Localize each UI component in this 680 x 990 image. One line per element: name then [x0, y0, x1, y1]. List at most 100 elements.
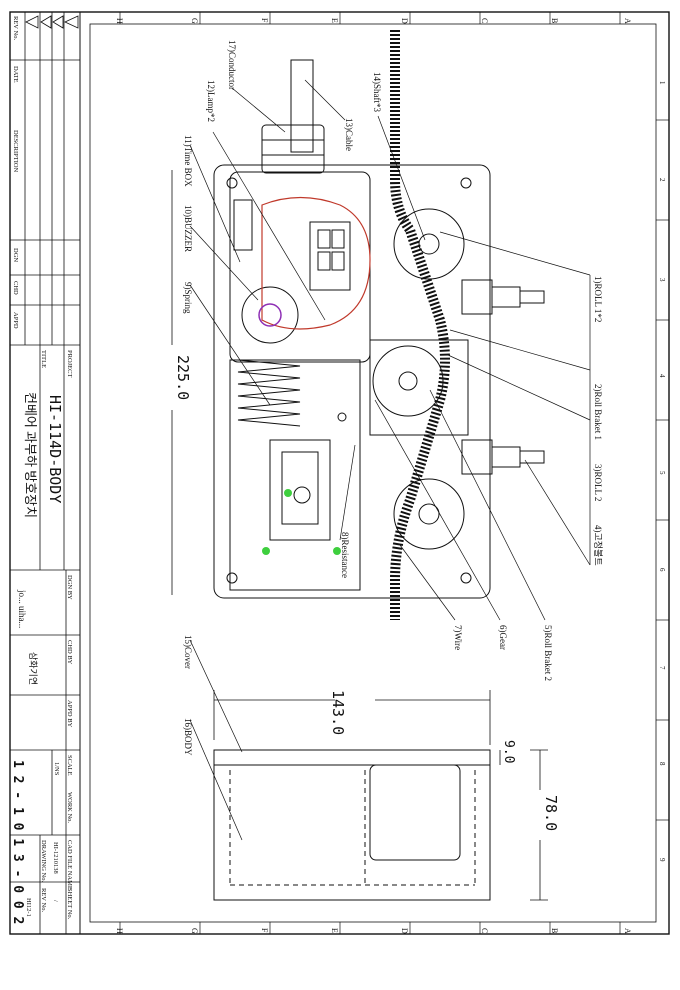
- label-roll-2: 3)ROLL 2: [593, 464, 603, 501]
- buzzer-body: [241, 286, 299, 344]
- body-assembly: [213, 59, 545, 599]
- label-roll-braket-2: 5)Roll Braket 2: [543, 625, 553, 681]
- roll-1-lower-shaft: [418, 503, 440, 525]
- corner-hole-3: [226, 572, 238, 584]
- roll-2: [372, 345, 444, 417]
- lamp-panel: [309, 221, 351, 291]
- border-letter-g-bottom: G: [190, 928, 199, 934]
- border-letter-c: C: [480, 18, 489, 23]
- cad-file-value: HI-1210138: [52, 842, 59, 874]
- resistance-screw: [293, 486, 311, 504]
- fixing-bolt-thread-2: [519, 450, 545, 464]
- label-roll-1: 1)ROLL 1*2: [593, 276, 603, 322]
- project-label: PROJECT: [66, 350, 73, 377]
- rev-no-label: REV No.: [12, 16, 19, 40]
- roll-1-upper: [393, 208, 465, 280]
- border-number-3: 3: [658, 278, 666, 282]
- border-number-6: 6: [658, 568, 666, 572]
- wire-belt: [390, 30, 450, 620]
- gear-block: [369, 339, 469, 436]
- fixing-bolt-nut-1: [491, 286, 521, 308]
- dgn-by-label: DGN BY: [66, 575, 73, 600]
- dimension-lid: 9.0: [501, 740, 516, 763]
- green-marker-3: [284, 489, 292, 497]
- company-name: 삼화기연: [28, 652, 38, 685]
- inner-frame: [89, 23, 657, 923]
- border-ticks: [119, 12, 669, 934]
- scale-value: 1/NS: [53, 762, 60, 776]
- corner-hole-1: [460, 177, 472, 189]
- buzzer-purple-ring: [258, 303, 282, 327]
- border-number-5: 5: [658, 471, 666, 475]
- dimension-length: 225.0: [174, 355, 192, 400]
- label-shaft: 14)Shaft*3: [372, 72, 382, 112]
- border-letter-e: E: [330, 18, 339, 23]
- conductor-gland: [261, 124, 325, 174]
- label-spring: 9)Spring: [183, 282, 193, 314]
- dimension-lines: [171, 170, 548, 901]
- border-letter-b: B: [550, 18, 559, 23]
- border-number-2: 2: [658, 178, 666, 182]
- sheet-no-label: SHEET No.: [66, 888, 73, 920]
- rev-value: HI12-1: [25, 898, 32, 917]
- part-labels: 1)ROLL 1*2 2)Roll Braket 1 3)ROLL 2 4)고정…: [183, 40, 603, 756]
- body-outline: [213, 164, 491, 599]
- label-wire: 7)Wire: [453, 625, 463, 650]
- appd-by-label: APPD BY: [66, 700, 73, 728]
- border-number-7: 7: [658, 666, 666, 670]
- border-letter-d: D: [400, 18, 409, 24]
- chd-label: CHD: [12, 281, 19, 295]
- roll-1-upper-shaft: [418, 233, 440, 255]
- description-label: DESCRIPTION: [12, 130, 19, 173]
- label-conductor: 17)Conductor: [227, 40, 237, 90]
- label-resistance: 8)Resistance: [340, 532, 350, 578]
- border-letter-a-bottom: A: [623, 928, 632, 934]
- dimension-width: 143.0: [329, 690, 347, 735]
- label-cover: 15)Cover: [183, 635, 193, 669]
- label-fixing-bolt: 4)고정볼트: [593, 525, 603, 566]
- roll-1-lower: [393, 478, 465, 550]
- label-buzzer: 10)BUZZER: [183, 205, 193, 252]
- drawing-no-value: 1 2 - 1 0 1 3 - 0 0 2: [10, 760, 25, 924]
- cad-file-name-label: CAD FILE NAME: [66, 840, 73, 890]
- corner-hole-2: [460, 572, 472, 584]
- border-letter-h: H: [115, 18, 124, 24]
- border-letter-f: F: [260, 18, 269, 23]
- border-number-8: 8: [658, 762, 666, 766]
- fixing-bolt-nut-2: [491, 446, 521, 468]
- border-letter-h-bottom: H: [115, 928, 124, 934]
- border-letter-a: A: [623, 18, 632, 24]
- lamp-2: [317, 251, 331, 271]
- border-number-9: 9: [658, 858, 666, 862]
- label-roll-braket-1: 2)Roll Braket 1: [593, 384, 603, 440]
- outer-frame: [9, 11, 670, 935]
- border-number-4: 4: [658, 374, 666, 378]
- chd-by-label: CHD BY: [66, 640, 73, 665]
- border-letter-c-bottom: C: [480, 928, 489, 933]
- appd-label: APPD: [12, 312, 19, 329]
- fixing-bolt-head-1: [461, 279, 493, 315]
- cable: [290, 59, 314, 153]
- border-number-1: 1: [658, 81, 666, 85]
- title-label: TITLE: [40, 350, 47, 368]
- border-letter-b-bottom: B: [550, 928, 559, 933]
- project-value: HI-114D-BODY: [46, 395, 64, 503]
- date-label: DATE: [12, 66, 19, 83]
- green-marker-2: [333, 547, 341, 555]
- sheet-value: /: [52, 900, 59, 902]
- label-time-box: 11)Time BOX: [183, 135, 193, 187]
- timer-module: [233, 199, 253, 251]
- drawing-no-label: DRAWING No.: [40, 840, 47, 882]
- fixing-bolt-head-2: [461, 439, 493, 475]
- corner-hole-4: [226, 177, 238, 189]
- title-block-text: REV No. DATE DESCRIPTION DGN CHD APPD PR…: [12, 16, 73, 920]
- border-letter-g: G: [190, 18, 199, 24]
- scale-label: SCALE: [66, 755, 73, 776]
- leader-lines: [189, 79, 591, 841]
- roll-2-shaft: [398, 371, 418, 391]
- spring: [237, 359, 301, 427]
- rev-no-label-bottom: REV No.: [40, 888, 47, 912]
- title-value: 컨베어 과부하 방호장치: [23, 392, 38, 518]
- dimension-height: 78.0: [542, 795, 560, 831]
